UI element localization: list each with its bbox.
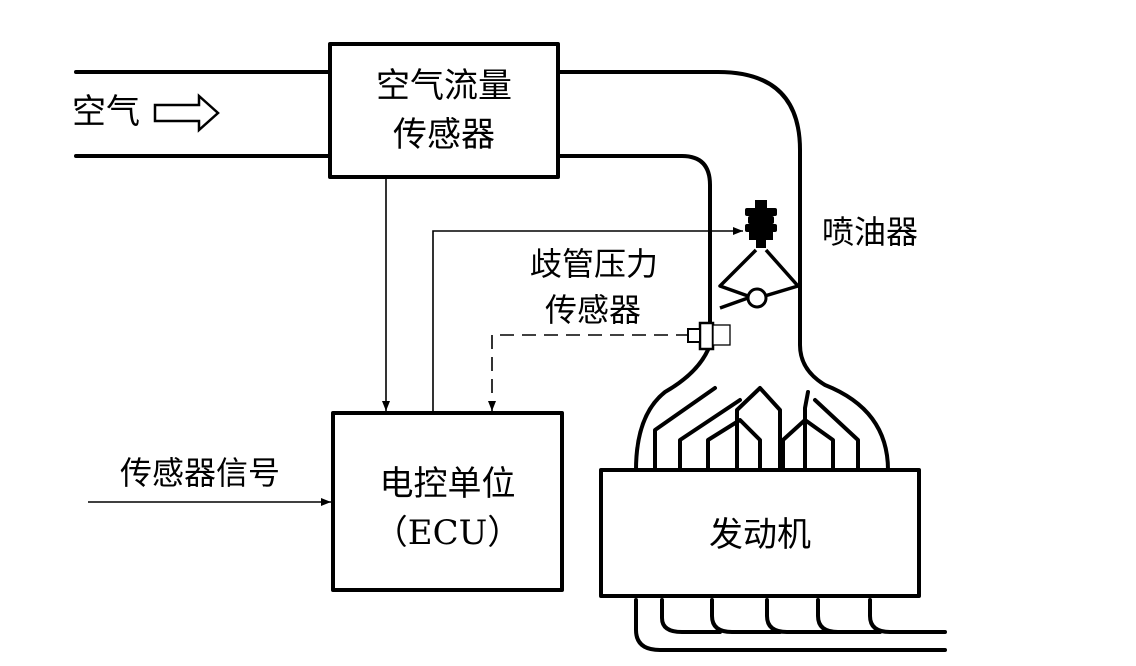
map-to-ecu-line: [488, 334, 690, 411]
exhaust-5: [816, 598, 882, 634]
runner-6: [803, 390, 810, 472]
map-label-line1: 歧管压力: [530, 245, 659, 283]
exhaust-1: [634, 598, 947, 652]
injector-label: 喷油器: [822, 213, 919, 251]
runner-4: [735, 386, 782, 472]
ecu-label-line2: （ECU）: [373, 513, 522, 553]
runner-2: [678, 398, 742, 472]
maf-label-line2: 传感器: [393, 115, 495, 155]
intake-pipe-inner: [556, 154, 712, 472]
exhaust-2: [660, 598, 722, 634]
ecu-box: [331, 411, 564, 592]
air-label: 空气: [72, 92, 140, 132]
air-arrow-icon: [153, 93, 220, 133]
ecu-label-line1: 电控单位: [379, 464, 516, 504]
engine-box: [599, 468, 921, 598]
engine-label: 发动机: [709, 515, 811, 555]
injector-icon: [718, 200, 800, 310]
maf-label-line1: 空气流量: [376, 66, 512, 106]
map-sensor-icon: [687, 321, 731, 351]
ecu-to-injector-line: [432, 227, 743, 413]
air-flow-sensor-box: [328, 42, 560, 179]
exhaust-4: [765, 598, 842, 634]
exhaust-6: [868, 598, 947, 634]
runner-7: [813, 398, 860, 472]
map-label-line2: 传感器: [545, 291, 642, 329]
runner-3: [706, 418, 762, 472]
runner-5: [781, 418, 835, 472]
exhaust-3: [710, 598, 782, 634]
intake-pipe-outer: [556, 70, 890, 472]
runner-1: [653, 386, 717, 472]
sensor-signal-label: 传感器信号: [120, 454, 281, 492]
